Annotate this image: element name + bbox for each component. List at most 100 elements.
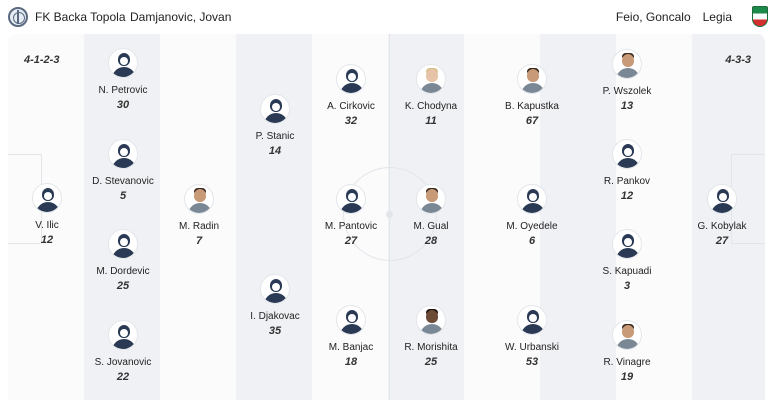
player-number: 27 — [344, 235, 358, 247]
home-formation: 4-1-2-3 — [24, 54, 60, 66]
player-photo-icon — [416, 64, 446, 94]
player-avatar-icon — [707, 184, 737, 214]
player-avatar-icon — [336, 184, 366, 214]
away-team-name[interactable]: Legia — [702, 10, 732, 24]
player-name: S. Jovanovic — [94, 357, 152, 368]
player-number: 19 — [620, 371, 634, 383]
pitch-stripe — [236, 34, 312, 400]
player-name: I. Djakovac — [250, 311, 300, 322]
away-formation: 4-3-3 — [725, 54, 751, 66]
player-name: M. Banjac — [328, 342, 374, 353]
player-number: 25 — [116, 280, 130, 292]
player-photo-icon — [416, 184, 446, 214]
away-team-logo[interactable] — [752, 6, 768, 27]
center-spot — [386, 211, 393, 218]
player-number: 32 — [344, 115, 358, 127]
player-number: 35 — [268, 325, 282, 337]
lineup-header: FK Backa Topola Damjanovic, Jovan Feio, … — [0, 0, 773, 34]
player-card[interactable]: I. Djakovac 35 — [233, 274, 317, 337]
player-name: P. Stanic — [255, 131, 295, 142]
player-card[interactable]: M. Gual 28 — [389, 184, 473, 247]
player-number: 7 — [195, 235, 203, 247]
player-avatar-icon — [108, 48, 138, 78]
player-name: M. Oyedele — [506, 221, 558, 232]
player-number: 53 — [525, 356, 539, 368]
player-card[interactable]: N. Petrovic 30 — [81, 48, 165, 111]
player-card[interactable]: S. Kapuadi 3 — [585, 229, 669, 292]
player-name: D. Stevanovic — [92, 176, 154, 187]
player-number: 25 — [424, 356, 438, 368]
player-name: S. Kapuadi — [602, 266, 652, 277]
player-card[interactable]: M. Dordevic 25 — [81, 229, 165, 292]
player-name: G. Kobylak — [697, 221, 747, 232]
player-number: 30 — [116, 99, 130, 111]
player-name: R. Morishita — [404, 342, 458, 353]
player-number: 67 — [525, 115, 539, 127]
player-card[interactable]: R. Morishita 25 — [389, 305, 473, 368]
player-number: 22 — [116, 371, 130, 383]
home-coach-name: Damjanovic, Jovan — [130, 10, 232, 24]
player-avatar-icon — [32, 183, 62, 213]
player-number: 18 — [344, 356, 358, 368]
pitch-stripe — [540, 34, 616, 400]
player-card[interactable]: M. Banjac 18 — [309, 305, 393, 368]
player-card[interactable]: K. Chodyna 11 — [389, 64, 473, 127]
player-card[interactable]: M. Oyedele 6 — [490, 184, 574, 247]
pitch-stripe — [160, 34, 236, 400]
home-team-logo[interactable] — [8, 7, 28, 27]
player-card[interactable]: B. Kapustka 67 — [490, 64, 574, 127]
player-avatar-icon — [612, 139, 642, 169]
player-name: A. Cirkovic — [327, 101, 375, 112]
player-name: M. Dordevic — [96, 266, 150, 277]
player-name: M. Radin — [178, 221, 219, 232]
player-card[interactable]: A. Cirkovic 32 — [309, 64, 393, 127]
player-number: 13 — [620, 100, 634, 112]
player-name: P. Wszolek — [602, 86, 652, 97]
player-avatar-icon — [336, 305, 366, 335]
player-card[interactable]: R. Vinagre 19 — [585, 320, 669, 383]
player-card[interactable]: W. Urbanski 53 — [490, 305, 574, 368]
player-number: 3 — [623, 280, 631, 292]
player-card[interactable]: D. Stevanovic 5 — [81, 139, 165, 202]
player-name: V. Ilic — [35, 220, 59, 231]
player-card[interactable]: P. Stanic 14 — [233, 94, 317, 157]
pitch: 4-1-2-3 4-3-3 V. Ilic 12 N. Petrovic 30 … — [8, 34, 765, 400]
player-number: 12 — [40, 234, 54, 246]
player-number: 28 — [424, 235, 438, 247]
player-name: N. Petrovic — [98, 85, 148, 96]
player-avatar-icon — [108, 229, 138, 259]
player-avatar-icon — [260, 94, 290, 124]
pitch-stripe — [692, 34, 765, 400]
player-name: M. Gual — [413, 221, 449, 232]
player-name: K. Chodyna — [404, 101, 458, 112]
away-coach-name: Feio, Goncalo — [615, 10, 691, 24]
player-avatar-icon — [517, 305, 547, 335]
player-avatar-icon — [517, 184, 547, 214]
away-coach-wrapper: Feio, Goncalo Legia — [616, 10, 732, 24]
player-number: 6 — [528, 235, 536, 247]
player-card[interactable]: R. Pankov 12 — [585, 139, 669, 202]
player-card[interactable]: V. Ilic 12 — [8, 183, 89, 246]
player-card[interactable]: M. Pantovic 27 — [309, 184, 393, 247]
player-photo-icon — [517, 64, 547, 94]
player-avatar-icon — [336, 64, 366, 94]
player-card[interactable]: S. Jovanovic 22 — [81, 320, 165, 383]
player-number: 5 — [119, 190, 127, 202]
player-name: M. Pantovic — [324, 221, 378, 232]
player-card[interactable]: G. Kobylak 27 — [680, 184, 764, 247]
player-card[interactable]: M. Radin 7 — [157, 184, 241, 247]
player-photo-icon — [416, 305, 446, 335]
player-name: R. Pankov — [603, 176, 651, 187]
player-photo-icon — [612, 320, 642, 350]
player-photo-icon — [612, 49, 642, 79]
pitch-stripe — [8, 34, 84, 400]
center-circle — [343, 167, 437, 261]
player-number: 27 — [715, 235, 729, 247]
player-photo-icon — [184, 184, 214, 214]
pitch-stripe — [464, 34, 540, 400]
home-team-name[interactable]: FK Backa Topola — [35, 10, 126, 24]
player-card[interactable]: P. Wszolek 13 — [585, 49, 669, 112]
player-avatar-icon — [108, 139, 138, 169]
player-avatar-icon — [612, 229, 642, 259]
